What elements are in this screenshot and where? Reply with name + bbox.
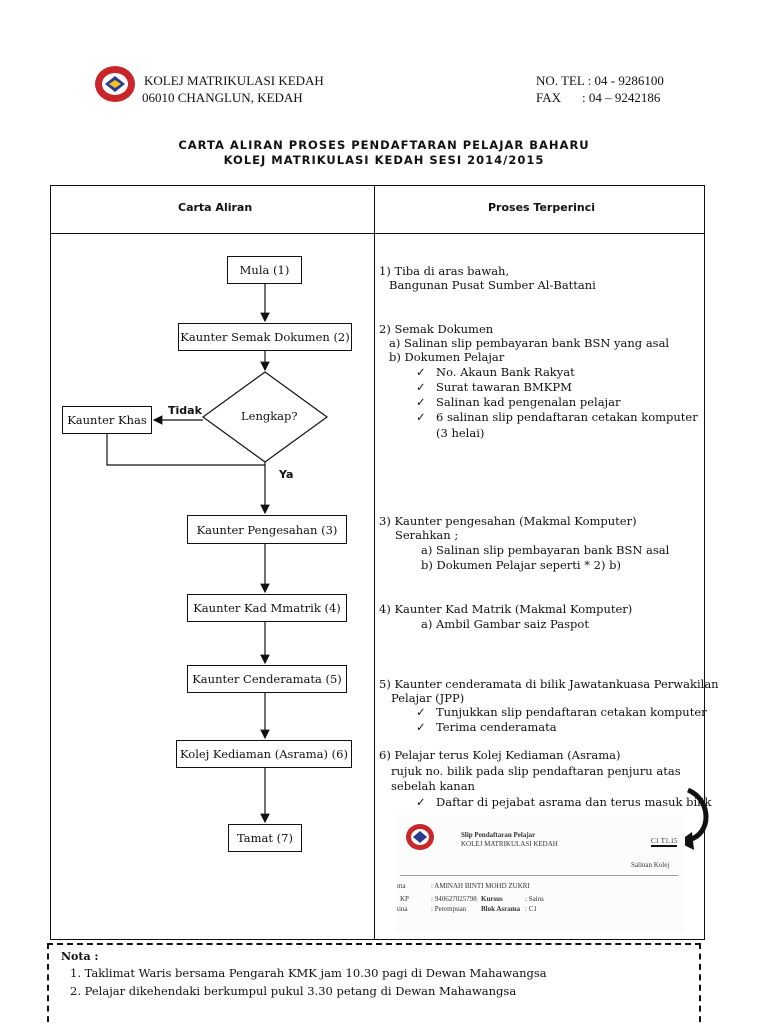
org-address: 06010 CHANGLUN, KEDAH: [142, 90, 303, 105]
column-divider: [374, 185, 375, 940]
detail-line: Pelajar (JPP): [391, 691, 465, 705]
check-icon: ✓: [416, 795, 426, 809]
org-name: KOLEJ MATRIKULASI KEDAH: [144, 73, 324, 88]
decision-lengkap: Lengkap?: [241, 409, 298, 423]
fax-number: : 04 – 9242186: [582, 90, 661, 105]
detail-line: b) Dokumen Pelajar seperti * 2) b): [421, 558, 621, 572]
detail-line: (3 helai): [436, 426, 485, 440]
doc-title: CARTA ALIRAN PROSES PENDAFTARAN PELAJAR …: [178, 138, 590, 152]
doc-subtitle: KOLEJ MATRIKULASI KEDAH SESI 2014/2015: [223, 153, 545, 167]
check-icon: ✓: [416, 720, 426, 734]
detail-line: 2) Semak Dokumen: [379, 322, 494, 336]
step-kad-matrik: Kaunter Kad Mmatrik (4): [187, 594, 347, 622]
detail-line: a) Ambil Gambar saiz Paspot: [421, 617, 589, 631]
slip-jantina-label: tina: [397, 905, 408, 913]
detail-line: sebelah kanan: [391, 779, 475, 793]
check-icon: ✓: [416, 395, 426, 409]
label-tidak: Tidak: [168, 404, 202, 417]
check-icon: ✓: [416, 380, 426, 394]
detail-line: Surat tawaran BMKPM: [436, 380, 572, 394]
detail-line: No. Akaun Bank Rakyat: [436, 365, 575, 379]
detail-line: 3) Kaunter pengesahan (Makmal Komputer): [379, 514, 637, 528]
slip-jantina: : Perempuan: [431, 905, 467, 913]
nota-label: Nota :: [61, 950, 99, 963]
slip-blok: : C1: [525, 905, 537, 913]
nota-box: [47, 943, 701, 1024]
slip-copy: Salinan Kolej: [631, 861, 670, 869]
check-icon: ✓: [416, 365, 426, 379]
curved-arrow-icon: [686, 787, 709, 843]
fax-label: FAX: [536, 90, 562, 105]
slip-name-label: ma: [397, 882, 406, 890]
detail-line: 1) Tiba di aras bawah,: [379, 264, 510, 278]
slip-logo: [406, 824, 434, 850]
slip-kursus: : Sains: [525, 895, 544, 903]
detail-line: Serahkan ;: [395, 528, 459, 542]
step-cenderamata: Kaunter Cenderamata (5): [187, 665, 347, 693]
nota-item: 2. Pelajar dikehendaki berkumpul pukul 3…: [70, 984, 517, 998]
detail-line: b) Dokumen Pelajar: [389, 350, 505, 364]
step-kediaman: Kolej Kediaman (Asrama) (6): [176, 740, 352, 768]
detail-line: Terima cenderamata: [436, 720, 557, 734]
decision-diamond: [201, 371, 329, 463]
step-pengesahan: Kaunter Pengesahan (3): [187, 515, 347, 544]
label-ya: Ya: [279, 468, 294, 481]
detail-line: 6) Pelajar terus Kolej Kediaman (Asrama): [379, 748, 621, 762]
detail-line: Salinan kad pengenalan pelajar: [436, 395, 621, 409]
step-semak-dokumen: Kaunter Semak Dokumen (2): [178, 323, 352, 351]
step-mula: Mula (1): [227, 256, 302, 284]
slip-title: Slip Pendaftaran Pelajar: [461, 831, 536, 839]
detail-line: 5) Kaunter cenderamata di bilik Jawatank…: [379, 677, 719, 691]
column-header-flow: Carta Aliran: [178, 201, 253, 214]
step-tamat: Tamat (7): [228, 824, 302, 852]
detail-line: Tunjukkan slip pendaftaran cetakan kompu…: [436, 705, 707, 719]
slip-kp: : 940627025798: [431, 895, 477, 903]
registration-slip-image: Slip Pendaftaran Pelajar KOLEJ MATRIKULA…: [395, 815, 685, 933]
detail-line: Daftar di pejabat asrama dan terus masuk…: [436, 795, 712, 809]
table-header-divider: [50, 233, 705, 234]
detail-line: rujuk no. bilik pada slip pendaftaran pe…: [391, 764, 681, 778]
detail-line: a) Salinan slip pembayaran bank BSN yang…: [389, 336, 670, 350]
detail-line: 4) Kaunter Kad Matrik (Makmal Komputer): [379, 602, 633, 616]
tel-number: NO. TEL : 04 - 9286100: [536, 73, 664, 88]
nota-item: 1. Taklimat Waris bersama Pengarah KMK j…: [70, 966, 547, 980]
college-logo: [95, 66, 135, 102]
slip-kursus-label: Kursus: [481, 895, 503, 903]
slip-blok-label: Blok Asrama: [481, 905, 521, 913]
detail-line: Bangunan Pusat Sumber Al-Battani: [389, 278, 596, 292]
column-header-details: Proses Terperinci: [488, 201, 596, 214]
flow-table: [50, 185, 705, 940]
detail-line: a) Salinan slip pembayaran bank BSN asal: [421, 543, 670, 557]
slip-room: C1 T1.15: [651, 837, 678, 847]
check-icon: ✓: [416, 705, 426, 719]
check-icon: ✓: [416, 410, 426, 424]
slip-name: : AMINAH BINTI MOHD ZUKRI: [431, 882, 530, 890]
step-kaunter-khas: Kaunter Khas: [62, 406, 152, 434]
slip-org: KOLEJ MATRIKULASI KEDAH: [461, 840, 558, 848]
slip-kp-label: KP: [400, 895, 409, 903]
detail-line: 6 salinan slip pendaftaran cetakan kompu…: [436, 410, 698, 424]
